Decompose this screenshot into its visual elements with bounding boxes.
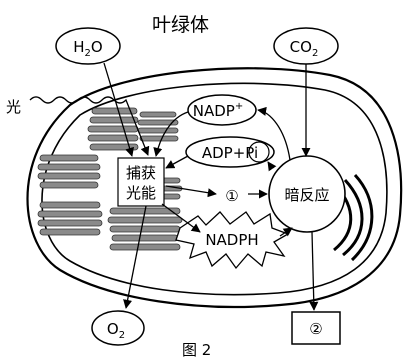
light-wave-arrow	[29, 96, 150, 156]
marker-2: ②	[309, 320, 322, 338]
chloroplast-title: 叶绿体	[152, 14, 209, 36]
nadp-plus-label: NADP+	[193, 101, 243, 120]
pi-circle	[248, 141, 270, 163]
process-arrows	[103, 62, 319, 311]
adp-pi-label: ADP+Pi	[202, 144, 258, 162]
h2o-ellipse	[55, 27, 121, 65]
o2-label: O2	[107, 320, 125, 341]
figure-label: 图 2	[182, 341, 211, 359]
chloroplast-inner-membrane	[41, 82, 388, 296]
nadp-plus-ellipse	[187, 94, 257, 126]
nadph-starburst	[175, 211, 290, 270]
marker-1: ①	[225, 187, 238, 205]
capture-light-box	[117, 157, 165, 207]
capture-line1: 捕获	[126, 164, 156, 182]
chloroplast-outer-membrane	[26, 67, 403, 309]
dark-reaction-label: 暗反应	[284, 186, 329, 204]
nadph-label: NADPH	[205, 231, 258, 249]
capture-line2: 光能	[126, 184, 156, 202]
marker-2-box	[291, 311, 341, 345]
o2-ellipse	[91, 310, 145, 346]
light-label: 光	[6, 98, 21, 116]
co2-label: CO2	[290, 38, 319, 59]
h2o-label: H2O	[73, 38, 102, 59]
adp-pi-ellipse	[185, 136, 275, 168]
